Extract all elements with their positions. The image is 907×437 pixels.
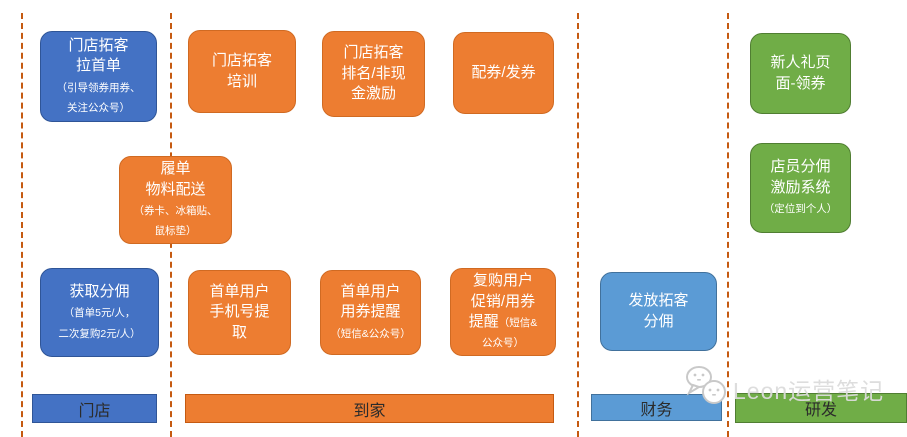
box-subtext: （短信& 公众号） — [482, 317, 538, 350]
box-title: 履单 物料配送 — [145, 160, 206, 198]
box-get-commission: 获取分佣 （首单5元/人， 二次复购2元/人） — [40, 268, 159, 357]
box-newcomer-gift-page-coupon: 新人礼页 面-领券 — [750, 33, 851, 114]
box-title: 复购用户 促销/用券 提醒 — [468, 272, 536, 330]
box-fulfillment-material-delivery: 履单 物料配送 （券卡、冰箱贴、 鼠标垫） — [119, 156, 232, 244]
box-first-order-user-phone-extract: 首单用户 手机号提 取 — [188, 270, 291, 355]
lane-label-text: 研发 — [804, 402, 837, 419]
box-first-order-user-coupon-reminder: 首单用户 用券提醒 （短信&公众号） — [320, 270, 421, 355]
box-pay-acquisition-commission: 发放拓客 分佣 — [600, 272, 717, 351]
box-title: 门店拓客 培训 — [211, 52, 272, 90]
lane-label-rnd: 研发 — [735, 393, 907, 423]
lane-divider-3 — [577, 13, 579, 437]
box-clerk-commission-incentive-system: 店员分佣 激励系统 （定位到个人） — [750, 143, 851, 233]
box-store-acquire-first-order: 门店拓客 拉首单 （引导领券用券、 关注公众号） — [40, 31, 157, 122]
box-coupon-config-issue: 配券/发券 — [453, 32, 554, 114]
watermark: Leon运营笔记 — [682, 364, 884, 413]
box-repurchase-user-promo-coupon-reminder: 复购用户 促销/用券 提醒（短信& 公众号） — [450, 268, 556, 356]
box-title: 首单用户 手机号提 取 — [209, 282, 270, 341]
box-title: 门店拓客 排名/非现 金激励 — [341, 44, 406, 103]
lane-label-daojia: 到家 — [185, 394, 554, 423]
box-title: 配券/发券 — [471, 63, 536, 81]
box-subtext: （首单5元/人， 二次复购2元/人） — [58, 307, 141, 340]
watermark-text: Leon运营笔记 — [733, 377, 885, 404]
box-title: 获取分佣 — [69, 282, 130, 300]
box-subtext: （券卡、冰箱贴、 鼠标垫） — [133, 205, 218, 238]
lane-label-text: 到家 — [353, 402, 386, 420]
lane-divider-1 — [21, 13, 23, 437]
box-store-ranking-noncash-incentive: 门店拓客 排名/非现 金激励 — [322, 31, 425, 117]
lane-label-text: 财务 — [640, 401, 673, 419]
lane-label-store: 门店 — [32, 394, 157, 423]
box-subtext: （短信&公众号） — [330, 327, 411, 340]
box-title: 门店拓客 拉首单 — [68, 36, 129, 75]
box-subtext: （定位到个人） — [763, 203, 838, 216]
box-title: 发放拓客 分佣 — [628, 292, 689, 330]
box-store-acquisition-training: 门店拓客 培训 — [188, 30, 296, 113]
lane-label-text: 门店 — [78, 402, 111, 420]
box-title: 首单用户 用券提醒 — [340, 282, 401, 321]
lane-divider-4 — [727, 13, 729, 437]
box-title: 店员分佣 激励系统 — [770, 158, 831, 196]
lane-label-finance: 财务 — [591, 394, 722, 421]
chat-doves-icon — [682, 364, 730, 413]
box-subtext: （引导领券用券、 关注公众号） — [56, 81, 141, 114]
box-title: 新人礼页 面-领券 — [770, 54, 831, 92]
